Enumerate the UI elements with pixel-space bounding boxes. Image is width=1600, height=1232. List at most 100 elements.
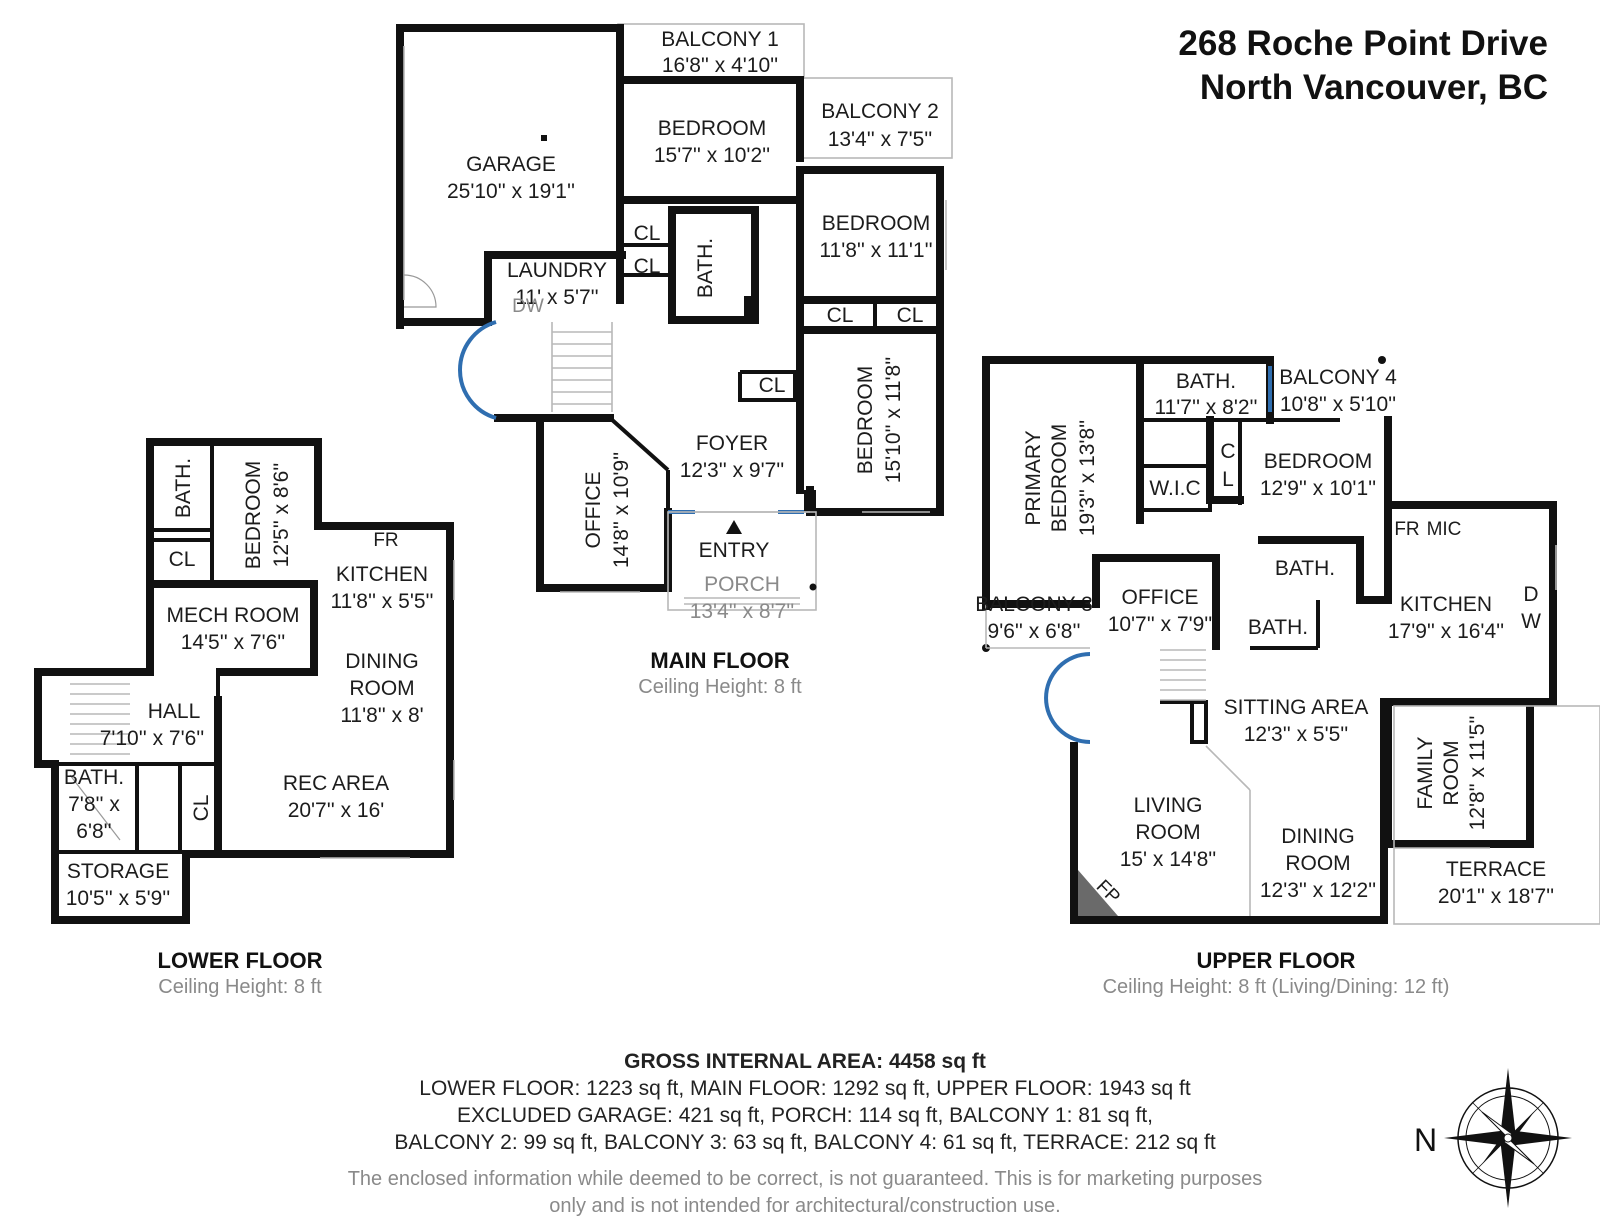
upper-bath-wall bbox=[1258, 501, 1392, 604]
disclaimer-line-2: only and is not intended for architectur… bbox=[549, 1195, 1061, 1217]
lower-bedroom-dim: 12'5'' x 8'6'' bbox=[270, 463, 293, 568]
balcony-4-name: BALCONY 4 bbox=[1279, 366, 1397, 389]
primary-bedroom-dim: 19'3'' x 13'8'' bbox=[1076, 420, 1099, 536]
wall-column bbox=[804, 490, 816, 512]
sitting-area-dim: 12'3'' x 5'5'' bbox=[1244, 723, 1349, 746]
upper-office-dim: 10'7'' x 7'9'' bbox=[1108, 613, 1213, 636]
upper-dw-w: W bbox=[1521, 610, 1541, 633]
terrace-outline bbox=[1393, 705, 1600, 925]
laundry-dim: 11' x 5'7'' bbox=[515, 286, 598, 309]
upper-cl-c: C bbox=[1220, 440, 1235, 463]
balcony-1-dim: 16'8'' x 4'10'' bbox=[662, 54, 778, 77]
primary-bedroom-wall bbox=[982, 356, 1274, 610]
entry-arrow-icon bbox=[726, 520, 742, 534]
porch-steps bbox=[684, 597, 800, 605]
main-cl-1: CL bbox=[634, 222, 661, 245]
primary-bedroom-line2: BEDROOM bbox=[1048, 424, 1071, 533]
garage-dim: 25'10'' x 19'1'' bbox=[447, 180, 575, 203]
upper-office-wall bbox=[1092, 554, 1220, 650]
family-room-line1: FAMILY bbox=[1414, 736, 1437, 809]
balcony-3-dim: 9'6'' x 6'8'' bbox=[988, 620, 1081, 643]
mech-room-wall bbox=[146, 580, 318, 676]
fireplace-marker bbox=[1078, 870, 1118, 916]
garage-door-swing bbox=[403, 274, 437, 308]
upper-dining-dim: 12'3'' x 12'2'' bbox=[1260, 879, 1376, 902]
upper-bath-a-name: BATH. bbox=[1176, 370, 1236, 393]
family-room-dim: 12'8'' x 11'5'' bbox=[1466, 716, 1489, 831]
terrace-dim: 20'1'' x 18'7'' bbox=[1438, 885, 1554, 908]
address-line-1: 268 Roche Point Drive bbox=[1178, 24, 1548, 63]
upper-fr-label: FR bbox=[1394, 519, 1419, 540]
property-address: 268 Roche Point Drive North Vancouver, B… bbox=[1178, 22, 1548, 110]
porch-outline bbox=[667, 511, 817, 611]
lower-dining-dim: 11'8'' x 8' bbox=[340, 704, 423, 727]
bath-fixture bbox=[744, 296, 758, 320]
gross-internal-area: GROSS INTERNAL AREA: 4458 sq ft bbox=[624, 1050, 986, 1073]
living-room-line2: ROOM bbox=[1135, 821, 1200, 844]
sitting-area-name: SITTING AREA bbox=[1224, 696, 1369, 719]
bedroom-a-dim: 15'7'' x 10'2'' bbox=[654, 144, 770, 167]
main-floor-name: MAIN FLOOR bbox=[650, 648, 790, 673]
bedroom-a-wall bbox=[616, 24, 804, 162]
family-room-line2: ROOM bbox=[1440, 740, 1463, 805]
lower-cl-label-2: CL bbox=[190, 795, 213, 822]
hall-name: HALL bbox=[148, 700, 201, 723]
entry-label: ENTRY bbox=[699, 539, 770, 562]
garage-wall bbox=[396, 24, 624, 329]
upper-bath-c-label: BATH. bbox=[1248, 616, 1308, 639]
wic-label: W.I.C bbox=[1149, 477, 1200, 500]
storage-name: STORAGE bbox=[67, 860, 169, 883]
laundry-name: LAUNDRY bbox=[507, 259, 607, 282]
balcony-4-post bbox=[1378, 356, 1386, 364]
balcony-4-dim: 10'8'' x 5'10'' bbox=[1280, 393, 1396, 416]
bedroom-c-dim: 15'10'' x 11'8'' bbox=[882, 357, 905, 483]
living-room-dim: 15' x 14'8'' bbox=[1120, 848, 1217, 871]
lower-dining-line2: ROOM bbox=[349, 677, 414, 700]
upper-bedroom-name: BEDROOM bbox=[1264, 450, 1373, 473]
upper-dining-line2: ROOM bbox=[1285, 852, 1350, 875]
foyer-dim: 12'3'' x 9'7'' bbox=[680, 459, 785, 482]
lower-floor-ceiling: Ceiling Height: 8 ft bbox=[158, 976, 322, 998]
upper-mic-label: MIC bbox=[1427, 519, 1462, 540]
lower-bath2-dim1: 7'8'' x bbox=[68, 793, 120, 816]
foyer-name: FOYER bbox=[696, 432, 768, 455]
balcony-3-name: BALCONY 3 bbox=[975, 593, 1093, 616]
balcony-1-name: BALCONY 1 bbox=[661, 28, 779, 51]
lower-fr-label: FR bbox=[373, 530, 398, 551]
lower-bath-tub-line bbox=[69, 774, 121, 841]
disclaimer: The enclosed information while deemed to… bbox=[260, 1166, 1350, 1220]
upper-floor-name: UPPER FLOOR bbox=[1196, 948, 1356, 973]
main-bath-label: BATH. bbox=[694, 238, 717, 298]
office-name: OFFICE bbox=[582, 472, 605, 549]
upper-floor-ceiling: Ceiling Height: 8 ft (Living/Dining: 12 … bbox=[1102, 976, 1450, 998]
lower-floor-name: LOWER FLOOR bbox=[157, 948, 323, 973]
lower-cl-label: CL bbox=[169, 548, 196, 571]
address-line-2: North Vancouver, BC bbox=[1199, 68, 1548, 107]
disclaimer-line-1: The enclosed information while deemed to… bbox=[347, 1168, 1263, 1190]
storage-dim: 10'5'' x 5'9'' bbox=[66, 887, 171, 910]
balcony-2-dim: 13'4'' x 7'5'' bbox=[828, 128, 933, 151]
laundry-dw: DW bbox=[512, 296, 544, 317]
balcony-2-name: BALCONY 2 bbox=[821, 100, 939, 123]
lower-kitchen-name: KITCHEN bbox=[336, 563, 428, 586]
upper-kitchen-name: KITCHEN bbox=[1400, 593, 1492, 616]
upper-kitchen-dim: 17'9'' x 16'4'' bbox=[1388, 620, 1504, 643]
porch-post bbox=[809, 583, 817, 591]
lower-bath2-dim2: 6'8'' bbox=[76, 820, 111, 843]
terrace-name: TERRACE bbox=[1446, 858, 1546, 881]
living-diagonal bbox=[1205, 745, 1251, 791]
main-cl-4: CL bbox=[897, 304, 924, 327]
rec-area-dim: 20'7'' x 16' bbox=[288, 799, 385, 822]
summary-line-1: LOWER FLOOR: 1223 sq ft, MAIN FLOOR: 129… bbox=[419, 1077, 1191, 1100]
hall-north-wall bbox=[34, 580, 154, 676]
laundry-wall bbox=[484, 251, 626, 326]
upper-bedroom-dim: 12'9'' x 10'1'' bbox=[1260, 477, 1376, 500]
main-floor-ceiling: Ceiling Height: 8 ft bbox=[638, 676, 802, 698]
upper-bedroom-kitchen-wall bbox=[1384, 416, 1557, 706]
upper-office-name: OFFICE bbox=[1122, 586, 1199, 609]
lower-bath-label: BATH. bbox=[172, 458, 195, 518]
compass-north-label: N bbox=[1414, 1122, 1437, 1158]
upper-curved-window bbox=[1044, 652, 1091, 744]
